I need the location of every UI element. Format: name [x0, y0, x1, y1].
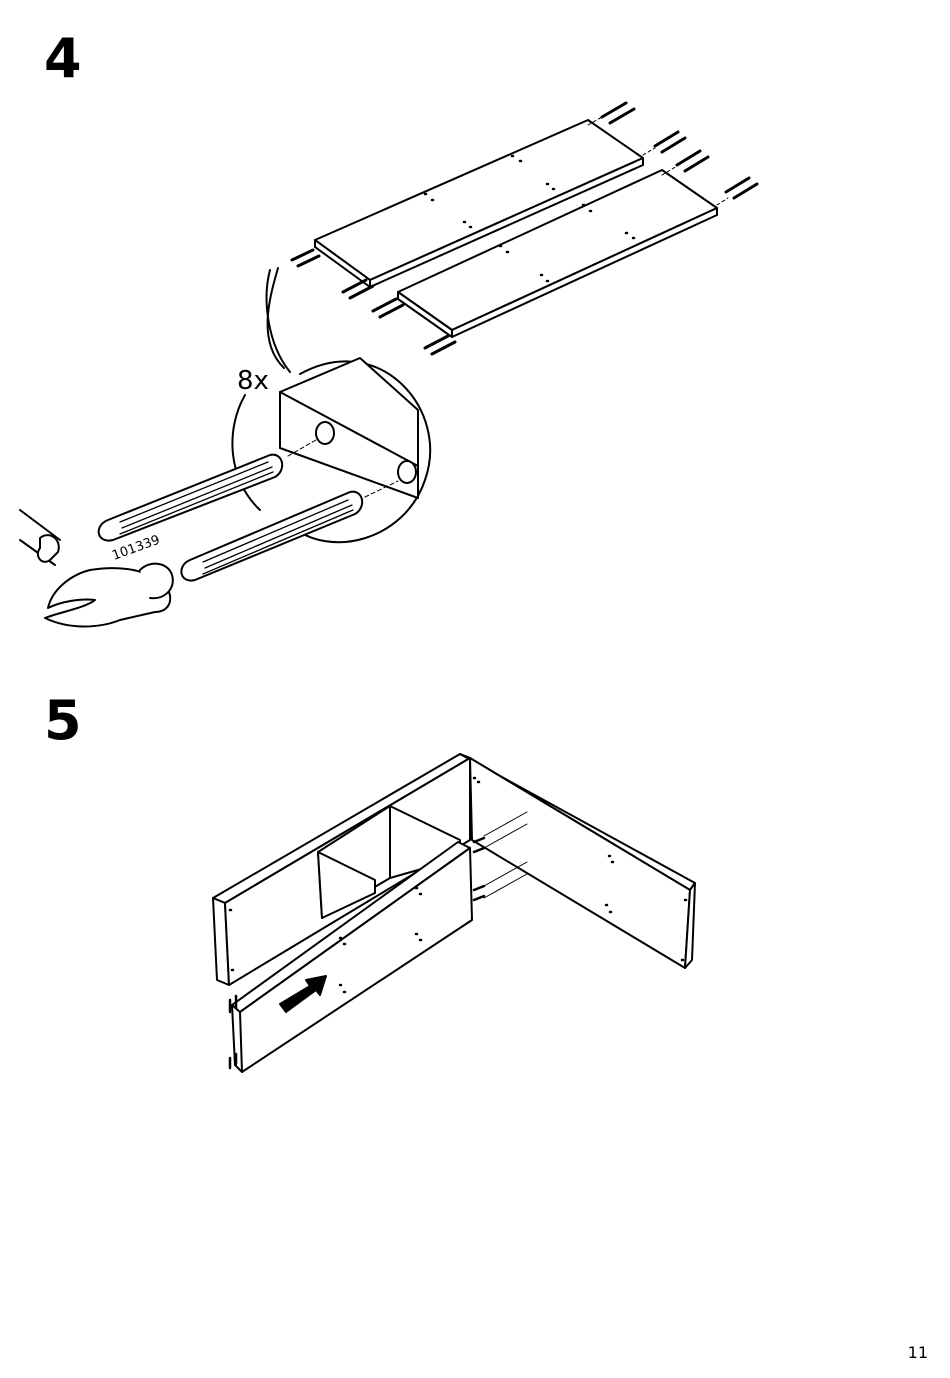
- hammer-icon: [20, 510, 173, 627]
- direction-arrow-icon: [280, 976, 326, 1012]
- bookcase-frame-icon: [213, 754, 695, 1072]
- dowel-icon: [181, 492, 362, 581]
- quantity-label: 8x: [237, 366, 269, 396]
- dowel-icon: [99, 455, 283, 541]
- step-5-number: 5: [44, 694, 82, 748]
- step-4-illustration: 8x 101339: [0, 0, 950, 680]
- page-number: 11: [908, 1343, 928, 1362]
